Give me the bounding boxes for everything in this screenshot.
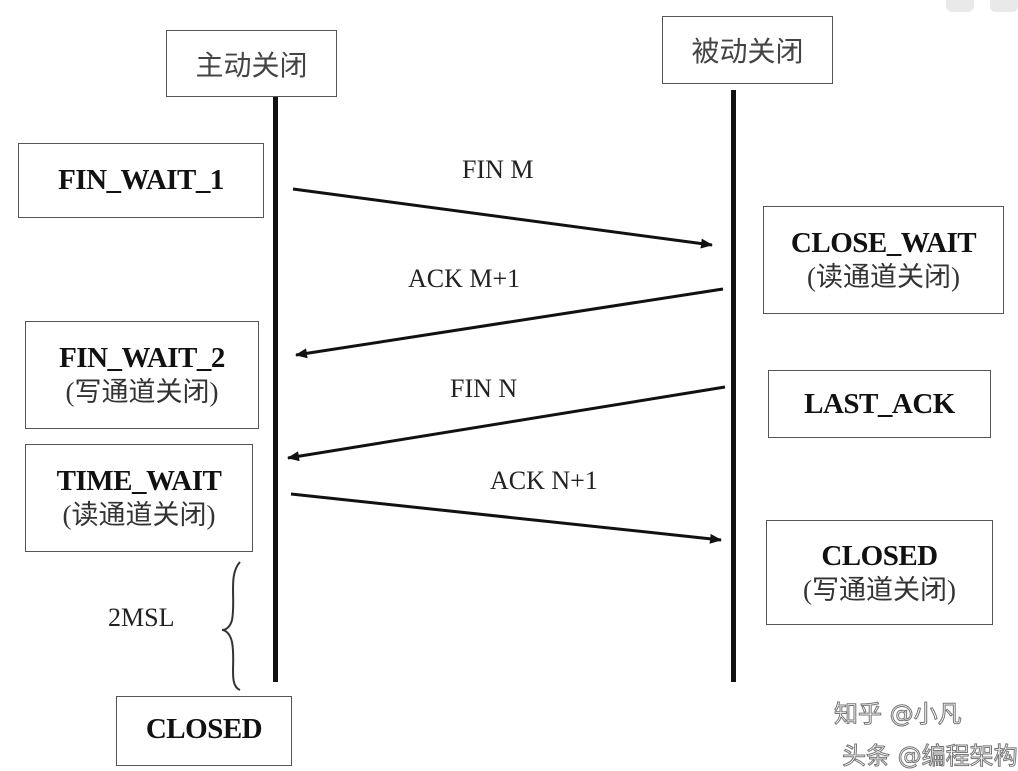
- actor-passive-label: 被动关闭: [691, 37, 804, 68]
- watermark-zhihu: 知乎 @小凡: [834, 700, 963, 729]
- state-close-wait-title: CLOSE_WAIT: [790, 227, 977, 259]
- state-fin-wait-2-title: FIN_WAIT_2: [59, 342, 225, 374]
- state-fin-wait-2-note: (写通道关闭): [65, 377, 219, 408]
- state-fin-wait-2: FIN_WAIT_2 (写通道关闭): [25, 321, 259, 429]
- arrow-fin-m: [292, 187, 713, 249]
- watermark-toutiao: 头条 @编程架构: [842, 742, 1018, 771]
- message-fin-m-label: FIN M: [462, 155, 534, 184]
- state-time-wait: TIME_WAIT (读通道关闭): [25, 444, 253, 552]
- arrow-fin-n: [287, 385, 726, 462]
- lifeline-active: [273, 97, 278, 682]
- state-last-ack: LAST_ACK: [768, 370, 991, 438]
- timer-2msl-label: 2MSL: [108, 603, 175, 632]
- window-control-left[interactable]: [946, 0, 974, 12]
- message-fin-n-label: FIN N: [450, 374, 518, 403]
- state-last-ack-title: LAST_ACK: [804, 387, 955, 420]
- message-ack-n1-label: ACK N+1: [490, 466, 598, 495]
- state-fin-wait-1: FIN_WAIT_1: [18, 143, 264, 218]
- message-ack-m1-label: ACK M+1: [408, 264, 521, 293]
- state-closed-passive: CLOSED (写通道关闭): [766, 520, 993, 625]
- state-time-wait-title: TIME_WAIT: [56, 465, 222, 497]
- state-close-wait: CLOSE_WAIT (读通道关闭): [763, 206, 1004, 314]
- state-closed-passive-title: CLOSED: [821, 539, 938, 572]
- state-closed-passive-note: (写通道关闭): [803, 574, 956, 605]
- lifeline-passive: [731, 90, 736, 682]
- actor-active-label: 主动关闭: [195, 50, 308, 82]
- arrow-ack-n1: [290, 492, 722, 544]
- arrow-ack-m1: [295, 287, 724, 359]
- actor-active-close: 主动关闭: [166, 30, 337, 97]
- window-control-right[interactable]: [990, 0, 1018, 12]
- state-closed-active-title: CLOSED: [145, 713, 263, 745]
- actor-passive-close: 被动关闭: [662, 16, 833, 84]
- message-arrows: [221, 187, 726, 691]
- timer-brace: [221, 561, 241, 691]
- state-fin-wait-1-title: FIN_WAIT_1: [58, 164, 224, 197]
- state-time-wait-note: (读通道关闭): [62, 500, 216, 531]
- state-close-wait-note: (读通道关闭): [807, 262, 960, 293]
